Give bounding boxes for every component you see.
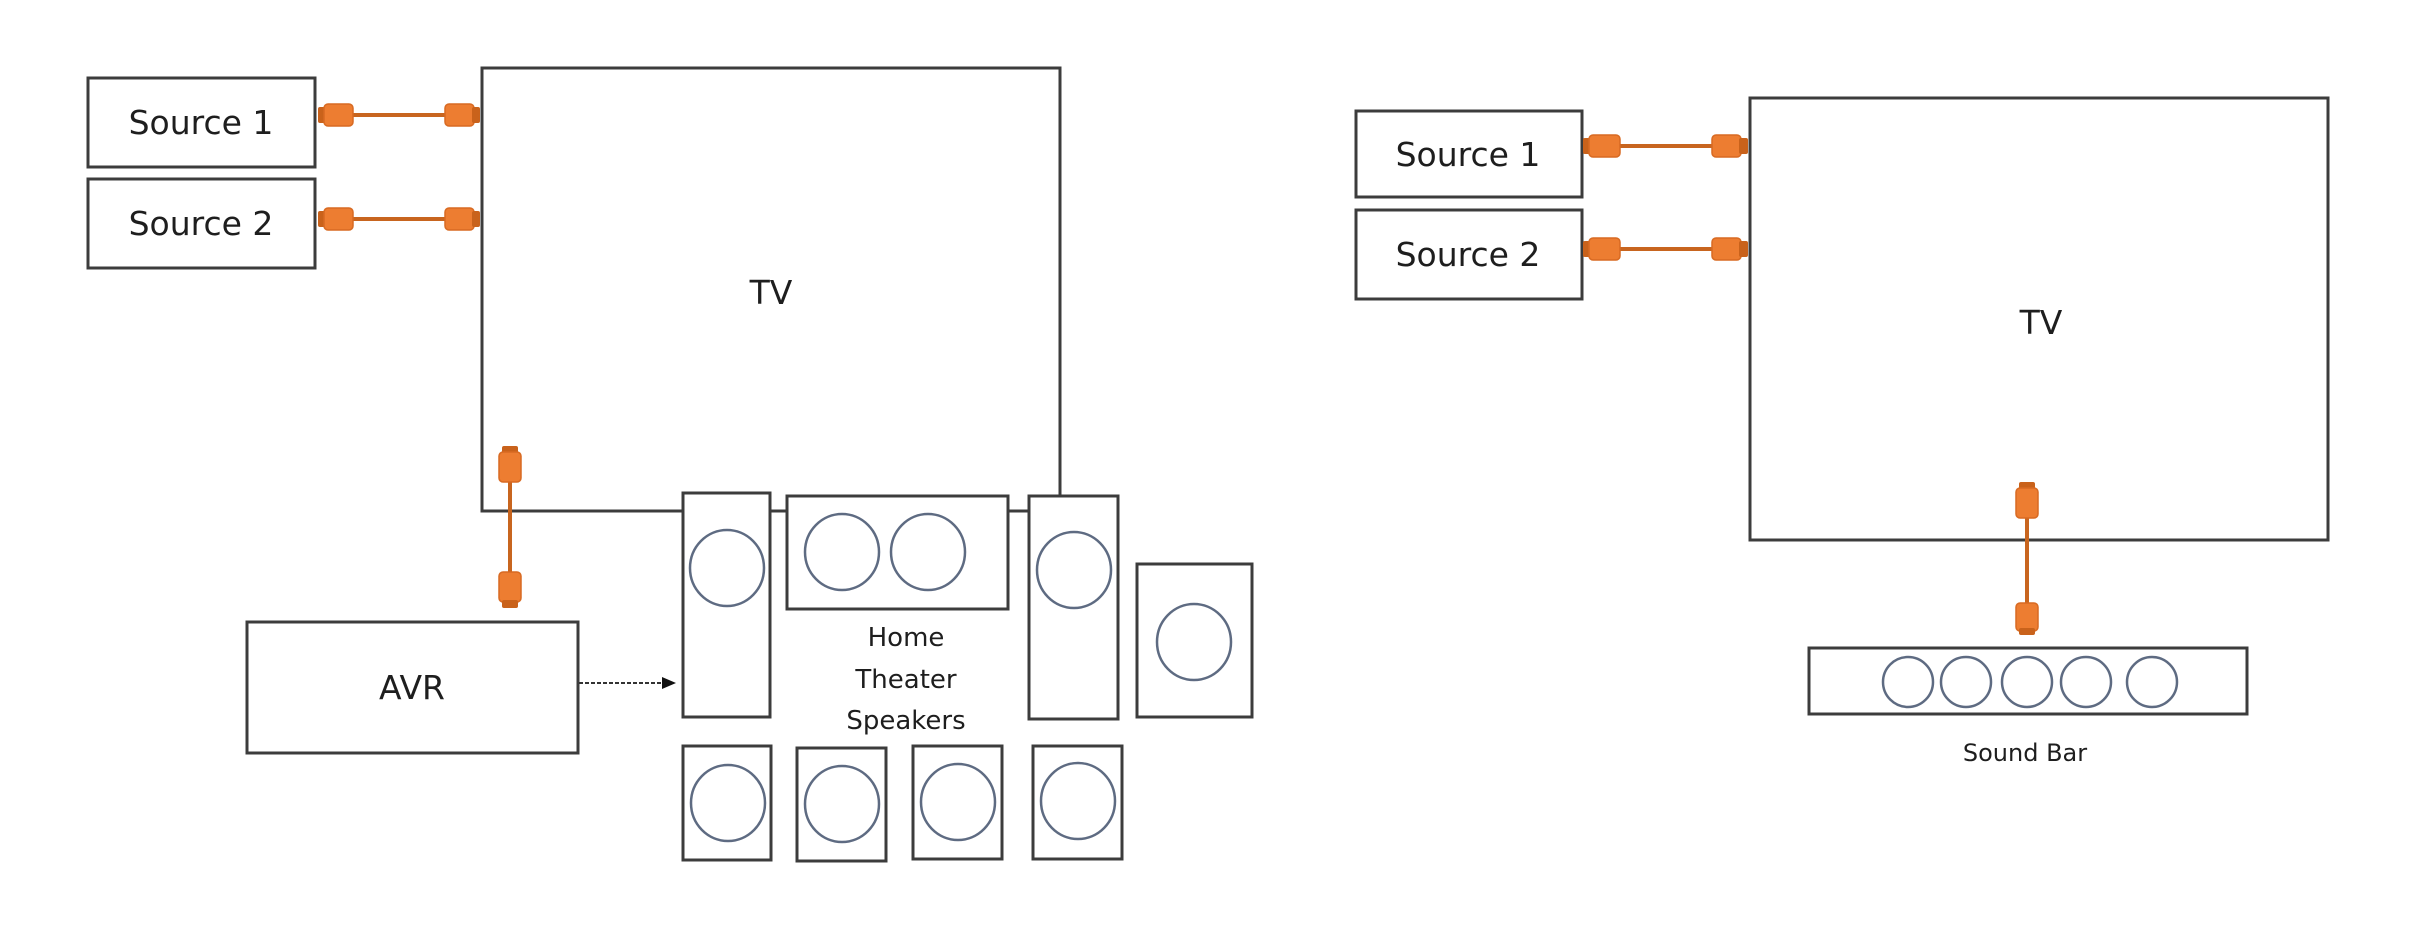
right-source-1: Source 1 [1354, 109, 1584, 199]
hdmi-plug-icon [1588, 237, 1621, 261]
speaker-driver-icon [689, 763, 767, 843]
speaker-driver-icon [1039, 761, 1117, 841]
speaker-front-left [681, 491, 772, 719]
source-1-label: Source 1 [1396, 135, 1541, 174]
speakers-label-line-3: Speakers [846, 706, 965, 736]
source-2-label: Source 2 [1396, 235, 1541, 274]
hdmi-cable-source2-tv [1583, 237, 1748, 261]
speaker-driver-icon [889, 512, 967, 592]
hdmi-cable-source2-tv [318, 207, 480, 231]
speakers-label-line-2: Theater [854, 665, 956, 695]
right-source-2: Source 2 [1354, 208, 1584, 301]
speaker-center [785, 494, 1010, 611]
tv-box [480, 66, 1062, 513]
arrow-head-icon [662, 677, 676, 689]
speaker-driver-icon [2000, 655, 2054, 709]
speaker-driver-icon [688, 528, 766, 608]
sound-bar-label: Sound Bar [1963, 739, 2087, 767]
hdmi-plug-icon [444, 103, 475, 127]
source-2-box [1354, 208, 1584, 301]
right-setup: Source 1 Source 2 TV [1354, 96, 2330, 767]
source-2-box [86, 177, 317, 270]
hdmi-plug-icon [1711, 237, 1742, 261]
avr: AVR [245, 620, 580, 755]
speaker-front-right [1027, 494, 1120, 721]
speaker-surround-2 [795, 746, 888, 863]
left-source-1: Source 1 [86, 76, 317, 169]
home-theater-speakers: Home Theater Speakers [681, 491, 1254, 863]
speaker-driver-icon [1881, 655, 1935, 709]
hdmi-plug-icon [498, 571, 522, 603]
avr-box [245, 620, 580, 755]
speaker-wire-arrow [579, 677, 676, 689]
tv-label: TV [2019, 303, 2063, 342]
speaker-driver-icon [1035, 530, 1113, 610]
speaker-driver-icon [1155, 602, 1233, 682]
speaker-driver-icon [803, 512, 881, 592]
left-setup: Source 1 Source 2 TV [86, 66, 1254, 863]
left-source-2: Source 2 [86, 177, 317, 270]
hdmi-plug-icon [444, 207, 475, 231]
hdmi-plug-icon [1588, 134, 1621, 158]
hdmi-plug-icon [2015, 487, 2039, 519]
speaker-driver-icon [919, 762, 997, 842]
source-1-box [86, 76, 317, 169]
hdmi-plug-icon [323, 207, 354, 231]
hdmi-cable-tv-avr [498, 446, 522, 608]
hdmi-plug-icon [1711, 134, 1742, 158]
hdmi-plug-icon [323, 103, 354, 127]
left-tv: TV [480, 66, 1062, 513]
hdmi-cable-tv-soundbar [2015, 482, 2039, 635]
sound-bar: Sound Bar [1807, 646, 2249, 767]
source-1-label: Source 1 [129, 103, 274, 142]
source-2-label: Source 2 [129, 204, 274, 243]
hdmi-cable-source1-tv [318, 103, 480, 127]
avr-label: AVR [379, 668, 445, 707]
speaker-driver-icon [2125, 655, 2179, 709]
speaker-subwoofer [1135, 562, 1254, 719]
speaker-surround-1 [681, 744, 773, 862]
speaker-driver-icon [803, 764, 881, 844]
speaker-driver-icon [2059, 655, 2113, 709]
speaker-driver-icon [1939, 655, 1993, 709]
right-tv: TV [1748, 96, 2330, 542]
hdmi-plug-icon [498, 451, 522, 483]
hdmi-plug-icon [2015, 602, 2039, 632]
tv-box [1748, 96, 2330, 542]
speaker-surround-3 [911, 744, 1004, 861]
tv-label: TV [749, 273, 793, 312]
speaker-surround-4 [1031, 744, 1124, 861]
speakers-label-line-1: Home [868, 623, 945, 653]
source-1-box [1354, 109, 1584, 199]
hdmi-cable-source1-tv [1583, 134, 1748, 158]
